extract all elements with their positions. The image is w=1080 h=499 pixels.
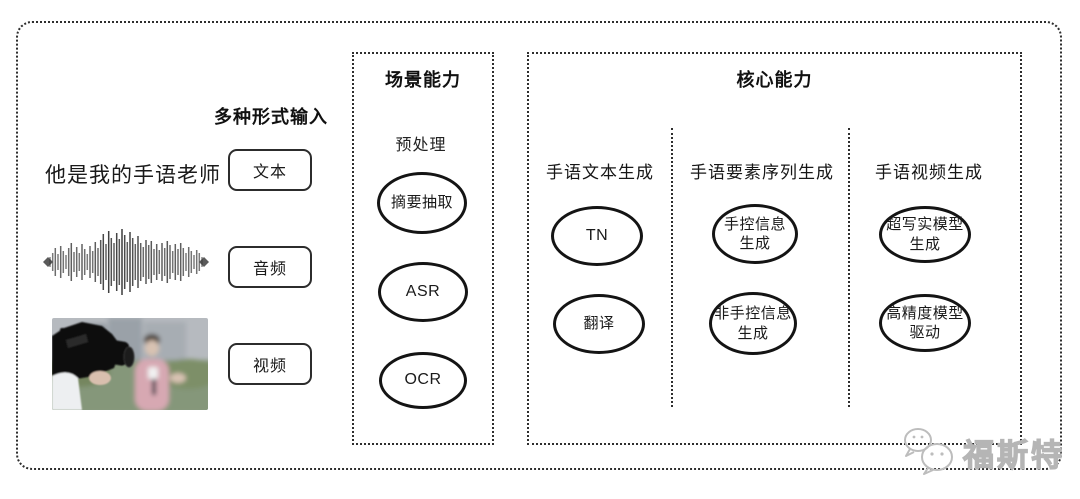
node-hyperrealistic-model-generation-label: 超写实模型 生成 (886, 216, 964, 253)
core-capability-panel: 核心能力 (527, 52, 1022, 445)
node-summary-extraction: 摘要抽取 (377, 172, 467, 234)
node-translation: 翻译 (553, 294, 645, 354)
sample-sentence-text: 他是我的手语老师 (45, 164, 221, 187)
reporter-photo (52, 318, 208, 410)
node-manual-info-generation-label: 手控信息 生成 (723, 215, 786, 253)
col-header-sign-text-generation: 手语文本生成 (546, 163, 654, 182)
node-manual-info-generation: 手控信息 生成 (712, 204, 798, 264)
input-section-title: 多种形式输入 (214, 107, 328, 127)
node-tn: TN (551, 206, 643, 266)
input-box-audio: 音频 (228, 246, 312, 288)
node-translation-label: 翻译 (583, 315, 615, 333)
node-non-manual-info-generation-label: 非手控信息 生成 (714, 305, 792, 342)
node-non-manual-info-generation: 非手控信息 生成 (709, 292, 797, 355)
node-asr-label: ASR (405, 282, 441, 300)
outer-dotted-border (16, 21, 1062, 470)
scene-panel-title: 场景能力 (385, 70, 461, 90)
node-hyperrealistic-model-generation: 超写实模型 生成 (879, 206, 971, 263)
node-high-precision-model-driving: 高精度模型 驱动 (879, 294, 971, 352)
node-asr: ASR (378, 262, 468, 322)
core-column-divider-2 (848, 128, 850, 407)
node-tn-label: TN (585, 226, 609, 244)
node-high-precision-model-driving-label: 高精度模型 驱动 (886, 304, 964, 342)
core-panel-title: 核心能力 (736, 70, 813, 90)
input-box-text: 文本 (228, 149, 312, 191)
input-box-video: 视频 (228, 343, 312, 385)
preprocess-label: 预处理 (395, 137, 447, 154)
watermark-label: 福斯特 (962, 437, 1065, 473)
node-ocr: OCR (379, 352, 467, 409)
input-box-text-label: 文本 (252, 164, 287, 181)
node-summary-extraction-label: 摘要抽取 (390, 194, 453, 212)
wechat-icon (904, 427, 953, 475)
col-header-sign-video-generation: 手语视频生成 (875, 163, 983, 182)
watermark: 福斯特 (901, 424, 1065, 475)
col-header-sign-element-sequence-generation: 手语要素序列生成 (690, 163, 834, 182)
core-column-divider-1 (671, 128, 673, 407)
scene-capability-panel: 场景能力 (352, 52, 494, 445)
reporter-photo-art (52, 318, 208, 410)
input-box-video-label: 视频 (252, 358, 287, 375)
audio-waveform-icon (43, 229, 209, 295)
input-box-audio-label: 音频 (252, 261, 287, 278)
node-ocr-label: OCR (404, 371, 442, 389)
